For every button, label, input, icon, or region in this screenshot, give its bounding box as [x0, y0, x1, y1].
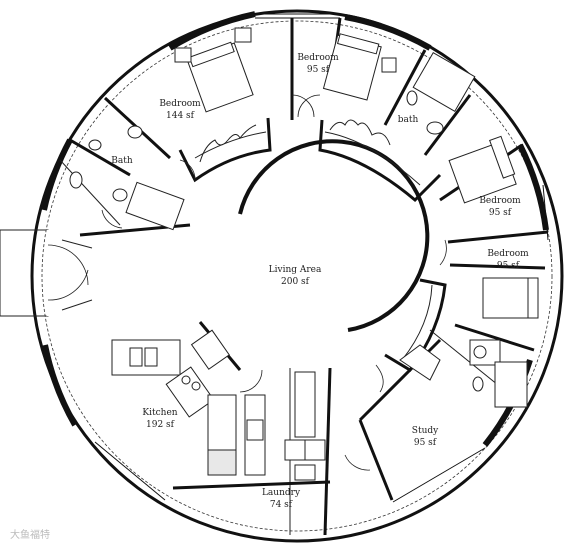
living-area-wall	[238, 139, 430, 332]
label-bedroom-n-area: 95 sf	[307, 65, 330, 75]
bath-w	[69, 125, 185, 231]
label-laundry-name: Laundry	[262, 488, 301, 498]
bed-e2	[482, 277, 539, 319]
label-living-area: 200 sf	[281, 277, 310, 287]
windows	[94, 13, 549, 503]
watermark: 大鱼福特	[10, 528, 50, 541]
entry	[0, 229, 93, 317]
label-bedroom-nw-name: Bedroom	[159, 99, 201, 109]
label-bedroom-e1-name: Bedroom	[479, 196, 521, 206]
door-swings	[101, 94, 447, 471]
outer-wall	[30, 9, 564, 543]
label-bedroom-n-name: Bedroom	[297, 53, 339, 63]
label-laundry-area: 74 sf	[270, 500, 293, 510]
laundry-fixtures	[284, 371, 326, 481]
label-study-area: 95 sf	[414, 438, 437, 448]
label-bedroom-e2-name: Bedroom	[487, 249, 529, 259]
study-fixtures	[375, 344, 441, 393]
label-living-name: Living Area	[269, 265, 322, 275]
room-labels: Bedroom 144 sf Bedroom 95 sf bath Bath B…	[111, 53, 529, 510]
label-kitchen-name: Kitchen	[142, 408, 177, 418]
closets	[178, 117, 447, 372]
bath-ne	[406, 51, 476, 135]
interior-walls	[59, 17, 549, 536]
label-bath-w: Bath	[111, 156, 133, 166]
bed-e1	[448, 135, 517, 204]
kitchen-fixtures	[111, 329, 266, 476]
label-bath-ne: bath	[398, 115, 419, 125]
label-bedroom-nw-area: 144 sf	[166, 111, 195, 121]
bed-n	[322, 33, 397, 101]
watermark-text: 大鱼福特	[10, 528, 50, 541]
bed-nw	[174, 27, 254, 113]
label-study-name: Study	[412, 426, 439, 436]
label-bedroom-e2-area: 95 sf	[497, 261, 520, 271]
bath-se	[469, 339, 528, 408]
label-kitchen-area: 192 sf	[146, 420, 175, 430]
label-bedroom-e1-area: 95 sf	[489, 208, 512, 218]
